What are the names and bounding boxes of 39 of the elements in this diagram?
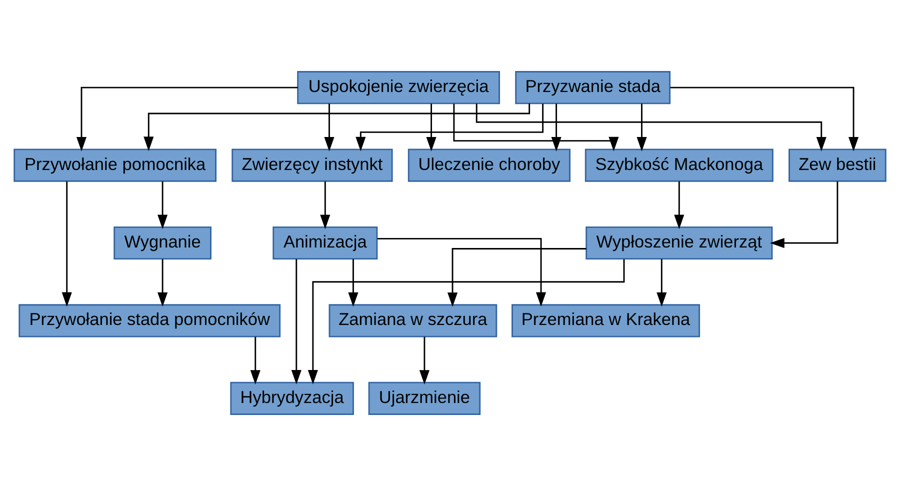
arrow [636,103,647,151]
node-box: Przywołanie stada pomocników [18,304,281,337]
arrow [670,86,859,151]
arrow [419,336,430,384]
arrow [551,103,562,151]
arrow [377,237,546,306]
node-box: Przyzwanie stada [515,70,671,104]
arrow [356,103,544,151]
arrow [348,258,358,306]
node-box: Przemiana w Krakena [512,304,700,337]
node-box: Uleczenie choroby [408,148,571,182]
arrow [324,103,334,151]
arrow [158,258,168,306]
arrow [476,103,826,151]
arrow [453,103,619,151]
arrow [76,86,298,151]
node-box: Uspokojenie zwierzęcia [297,70,500,104]
arrow [308,258,625,384]
node-box: Animizacja [272,226,378,260]
node-box: Ujarzmienie [368,381,481,414]
arrow [62,180,72,306]
arrow [158,180,168,229]
arrow [656,258,667,306]
node-box: Zamiana w szczura [328,304,498,337]
arrow [144,103,530,151]
arrow [320,180,330,229]
arrow [426,103,436,151]
node-box: Wygnanie [114,226,212,260]
node-box: Zew bestii [788,148,886,182]
arrow [770,180,838,248]
arrow [447,248,586,306]
node-box: Przywołanie pomocnika [14,148,217,182]
node-box: Wypłoszenie zwierząt [586,226,773,260]
arrow [674,180,684,229]
node-box: Szybkość Mackonoga [584,148,774,182]
node-box: Zwierzęcy instynkt [232,148,393,182]
arrow [291,258,302,384]
node-box: Hybrydyzacja [230,381,354,414]
arrow [250,336,260,384]
